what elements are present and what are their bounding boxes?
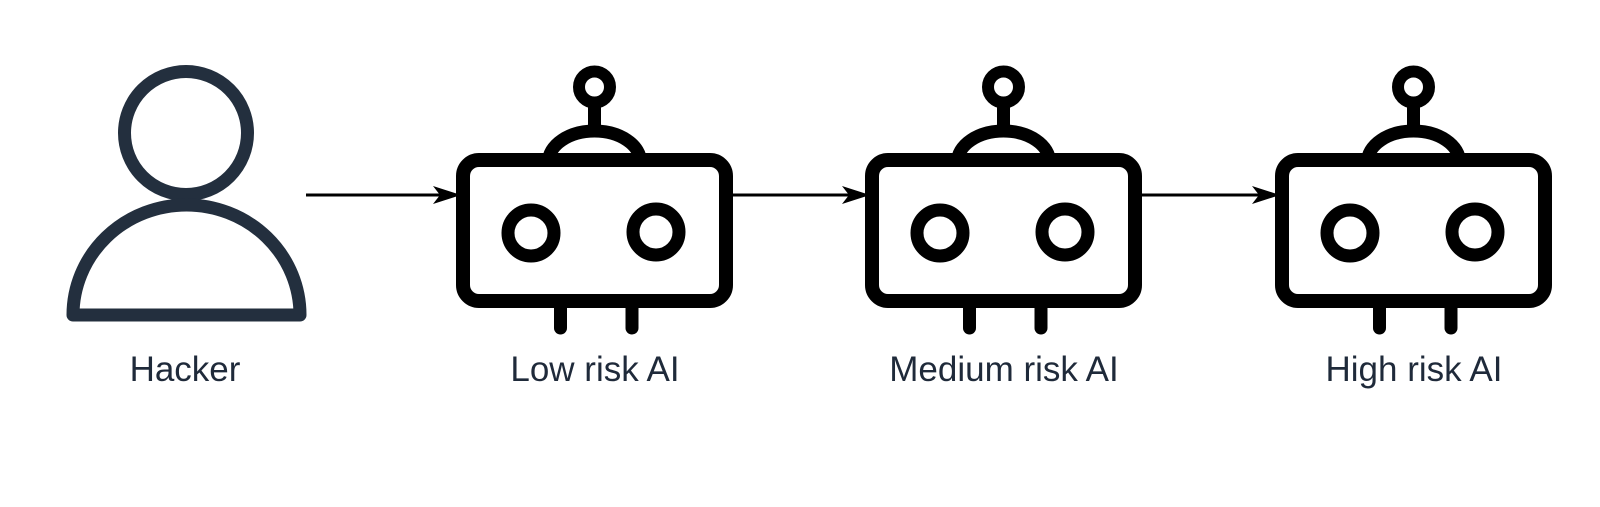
- robot-icon-high-risk: [1282, 72, 1545, 329]
- robot-icon-low-risk: [463, 72, 726, 329]
- label-low-risk-ai: Low risk AI: [510, 350, 679, 389]
- label-high-risk-ai: High risk AI: [1326, 350, 1503, 389]
- person-head: [118, 65, 254, 201]
- person-icon: [66, 65, 307, 322]
- robot-icon-medium-risk: [872, 72, 1135, 329]
- label-hacker: Hacker: [130, 350, 241, 389]
- person-body: [66, 198, 307, 322]
- label-medium-risk-ai: Medium risk AI: [889, 350, 1119, 389]
